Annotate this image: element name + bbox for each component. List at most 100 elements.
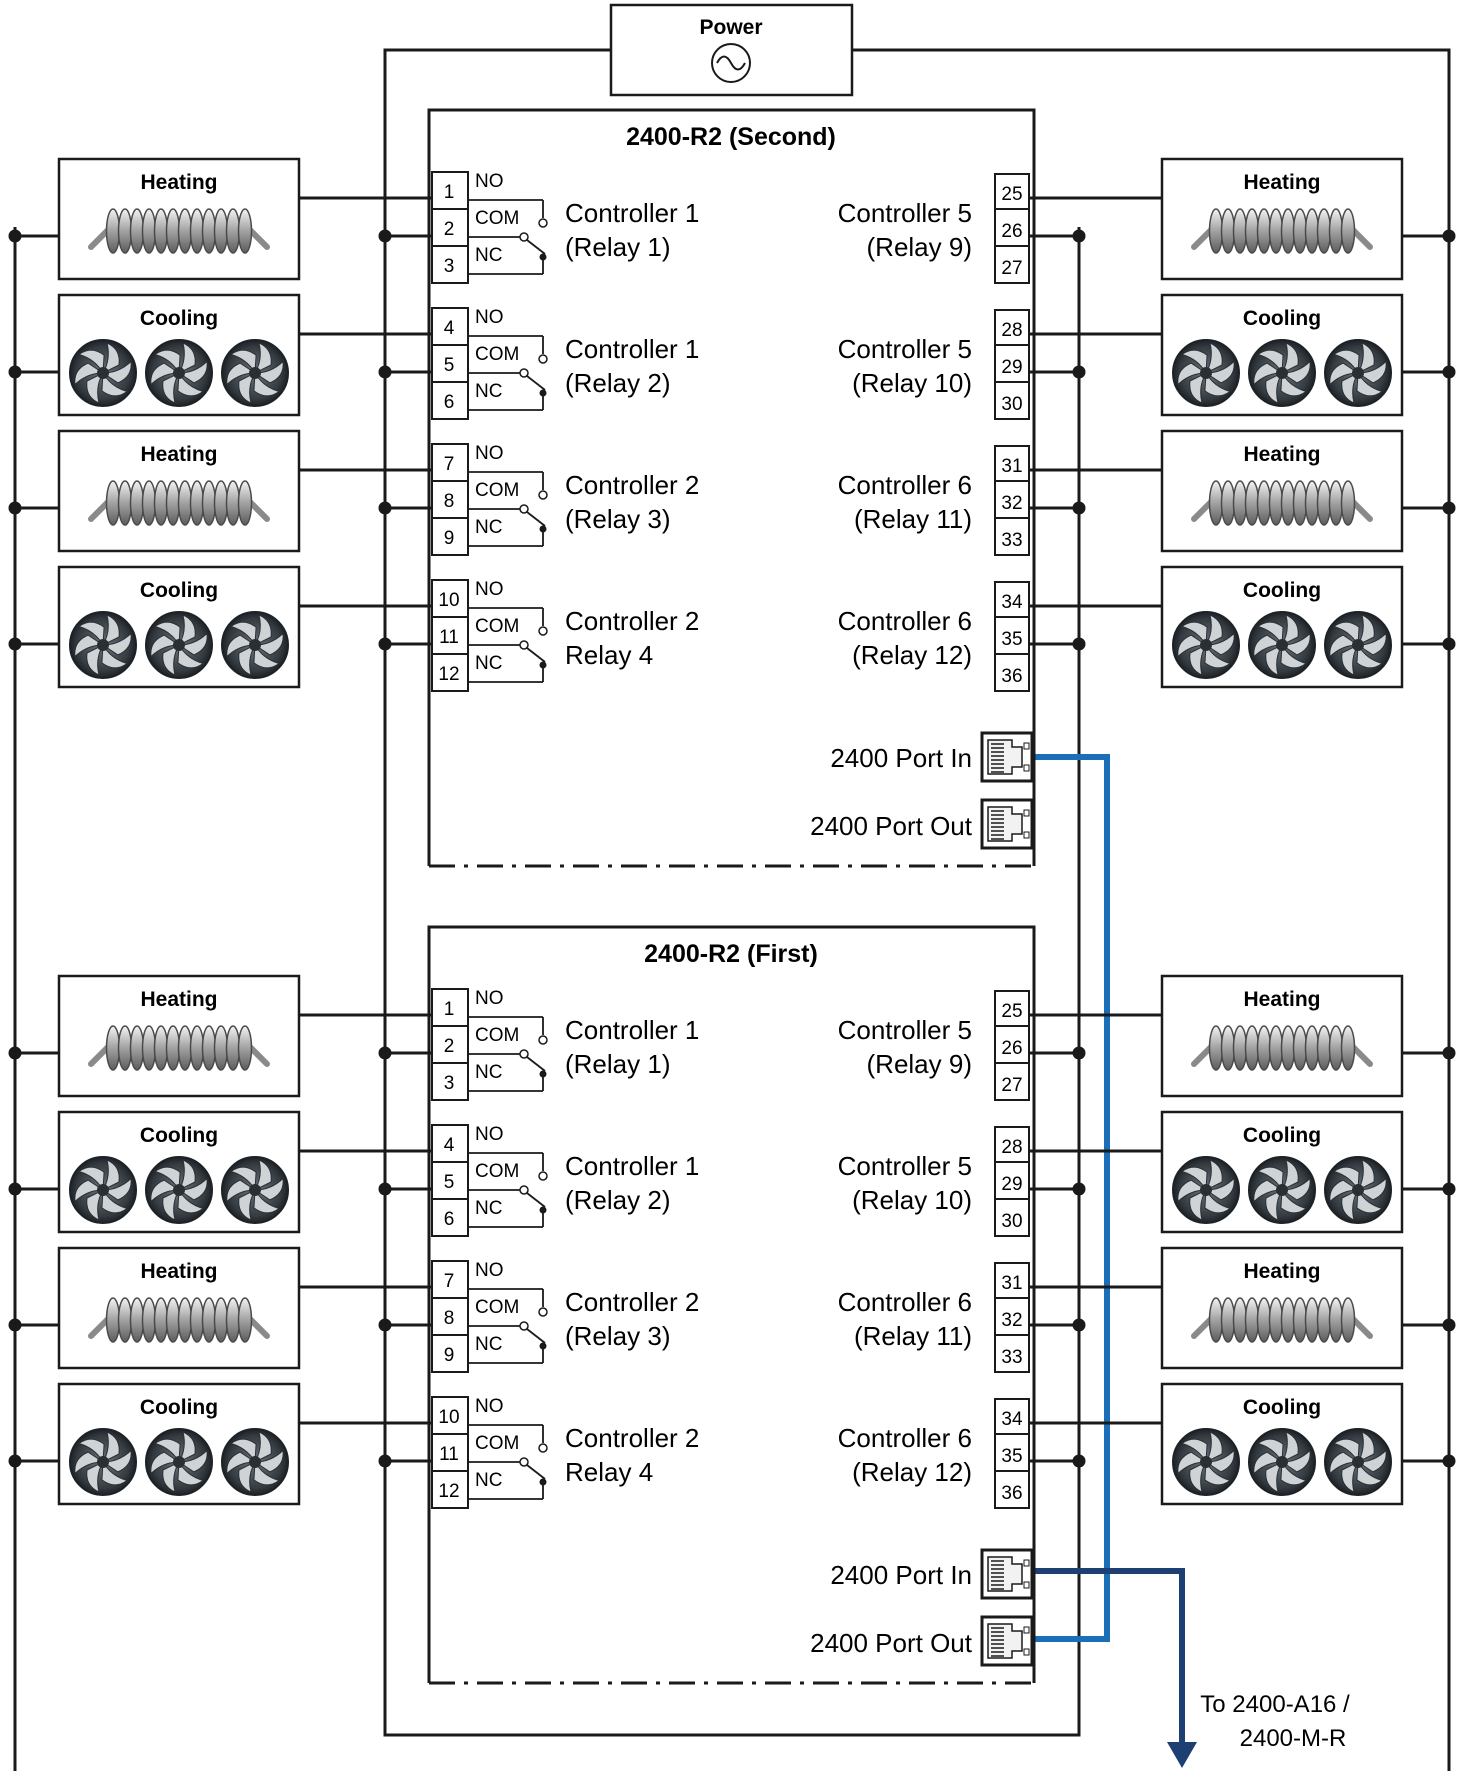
controller-label: Controller 2 [565, 1423, 699, 1453]
cooling-fan-load: Cooling [57, 293, 301, 417]
network-link-cable [1033, 754, 1110, 1642]
terminal-number: 32 [1001, 493, 1022, 514]
heater-load: Heating [1160, 1246, 1404, 1370]
junction-dot [378, 501, 392, 515]
relay-label: (Relay 1) [565, 1049, 670, 1079]
cooling-fan-load: Cooling [1160, 293, 1404, 417]
contact-label: COM [475, 1297, 519, 1318]
contact-label: COM [475, 208, 519, 229]
heater-load: Heating [57, 429, 301, 553]
contact-label: NO [475, 1260, 504, 1281]
terminal-number: 8 [444, 1308, 455, 1329]
ac-symbol-icon [711, 43, 751, 83]
contact-label: COM [475, 1433, 519, 1454]
terminal-block [994, 1126, 1030, 1237]
load-label: Cooling [140, 1124, 218, 1147]
contact-label: NC [475, 1062, 502, 1083]
relay-label: (Relay 9) [867, 1049, 972, 1079]
controller-label: Controller 1 [565, 198, 699, 228]
junction-dot [1072, 501, 1086, 515]
terminal-block [431, 1124, 469, 1237]
heater-load: Heating [1160, 429, 1404, 553]
contact-label: COM [475, 344, 519, 365]
relay-label: (Relay 3) [565, 504, 670, 534]
load-label: Heating [1243, 1260, 1320, 1283]
board-title: 2400-R2 (Second) [626, 123, 836, 151]
heater-load: Heating [1160, 974, 1404, 1098]
terminal-number: 34 [1001, 1409, 1023, 1430]
fan-icon [221, 1156, 289, 1224]
rj45-port-in-icon [980, 731, 1034, 783]
power-supply: Power [609, 3, 854, 97]
contact-label: NO [475, 1124, 504, 1145]
port-out-label: 2400 Port Out [810, 811, 973, 841]
controller-label: Controller 5 [838, 1015, 972, 1045]
terminal-block [431, 307, 469, 420]
terminal-number: 26 [1001, 221, 1022, 242]
terminal-number: 7 [444, 1271, 455, 1292]
relay-board-second: 2400-R2 (Second) [427, 108, 1036, 868]
relay-board-first: 2400-R2 (First) [427, 925, 1036, 1685]
junction-dot [378, 1046, 392, 1060]
controller-label: Controller 6 [838, 606, 972, 636]
heating-coil-icon [88, 1297, 270, 1343]
rj45-port-in-icon [980, 1548, 1034, 1600]
fan-icon [145, 1156, 213, 1224]
terminal-block [431, 443, 469, 556]
junction-dot [1442, 637, 1456, 651]
port-in-label: 2400 Port In [830, 743, 972, 773]
terminal-block [431, 1396, 469, 1509]
controller-label: Controller 5 [838, 198, 972, 228]
terminal-number: 31 [1001, 456, 1022, 477]
junction-dot [378, 1182, 392, 1196]
controller-label: Controller 6 [838, 1423, 972, 1453]
terminal-number: 9 [444, 528, 455, 549]
fan-array-icon [69, 611, 289, 679]
heating-coil-icon [88, 1025, 270, 1071]
relay-label: (Relay 10) [852, 368, 972, 398]
terminal-number: 35 [1001, 629, 1022, 650]
fan-icon [1248, 339, 1316, 407]
heating-coil-icon [1191, 208, 1373, 254]
terminal-number: 5 [444, 1172, 455, 1193]
junction-dot [8, 1182, 22, 1196]
contact-label: NO [475, 307, 504, 328]
terminal-number: 28 [1001, 320, 1022, 341]
junction-dot [378, 1454, 392, 1468]
terminal-number: 9 [444, 1345, 455, 1366]
contact-label: NC [475, 517, 502, 538]
controller-label: Controller 1 [565, 1151, 699, 1181]
junction-dot [8, 1046, 22, 1060]
terminal-number: 2 [444, 1036, 455, 1057]
controller-label: Controller 1 [565, 334, 699, 364]
fan-array-icon [69, 1428, 289, 1496]
junction-dot [1442, 501, 1456, 515]
fan-icon [1172, 611, 1240, 679]
junction-dot [8, 365, 22, 379]
heating-coil-icon [1191, 1025, 1373, 1071]
contact-label: NO [475, 988, 504, 1009]
controller-label: Controller 1 [565, 1015, 699, 1045]
fan-icon [145, 1428, 213, 1496]
controller-label: Controller 6 [838, 1287, 972, 1317]
fan-icon [1172, 1156, 1240, 1224]
junction-dot [378, 637, 392, 651]
fan-array-icon [69, 339, 289, 407]
heater-load: Heating [57, 974, 301, 1098]
contact-label: NC [475, 1334, 502, 1355]
load-label: Heating [1243, 171, 1320, 194]
terminal-block [994, 1398, 1030, 1509]
terminal-block [431, 171, 469, 284]
contact-label: NC [475, 1470, 502, 1491]
terminal-number: 4 [444, 1135, 455, 1156]
fan-icon [69, 611, 137, 679]
fan-icon [1172, 339, 1240, 407]
fan-icon [1324, 1156, 1392, 1224]
junction-dot [1442, 229, 1456, 243]
terminal-number: 11 [439, 1444, 459, 1465]
load-label: Cooling [140, 1396, 218, 1419]
